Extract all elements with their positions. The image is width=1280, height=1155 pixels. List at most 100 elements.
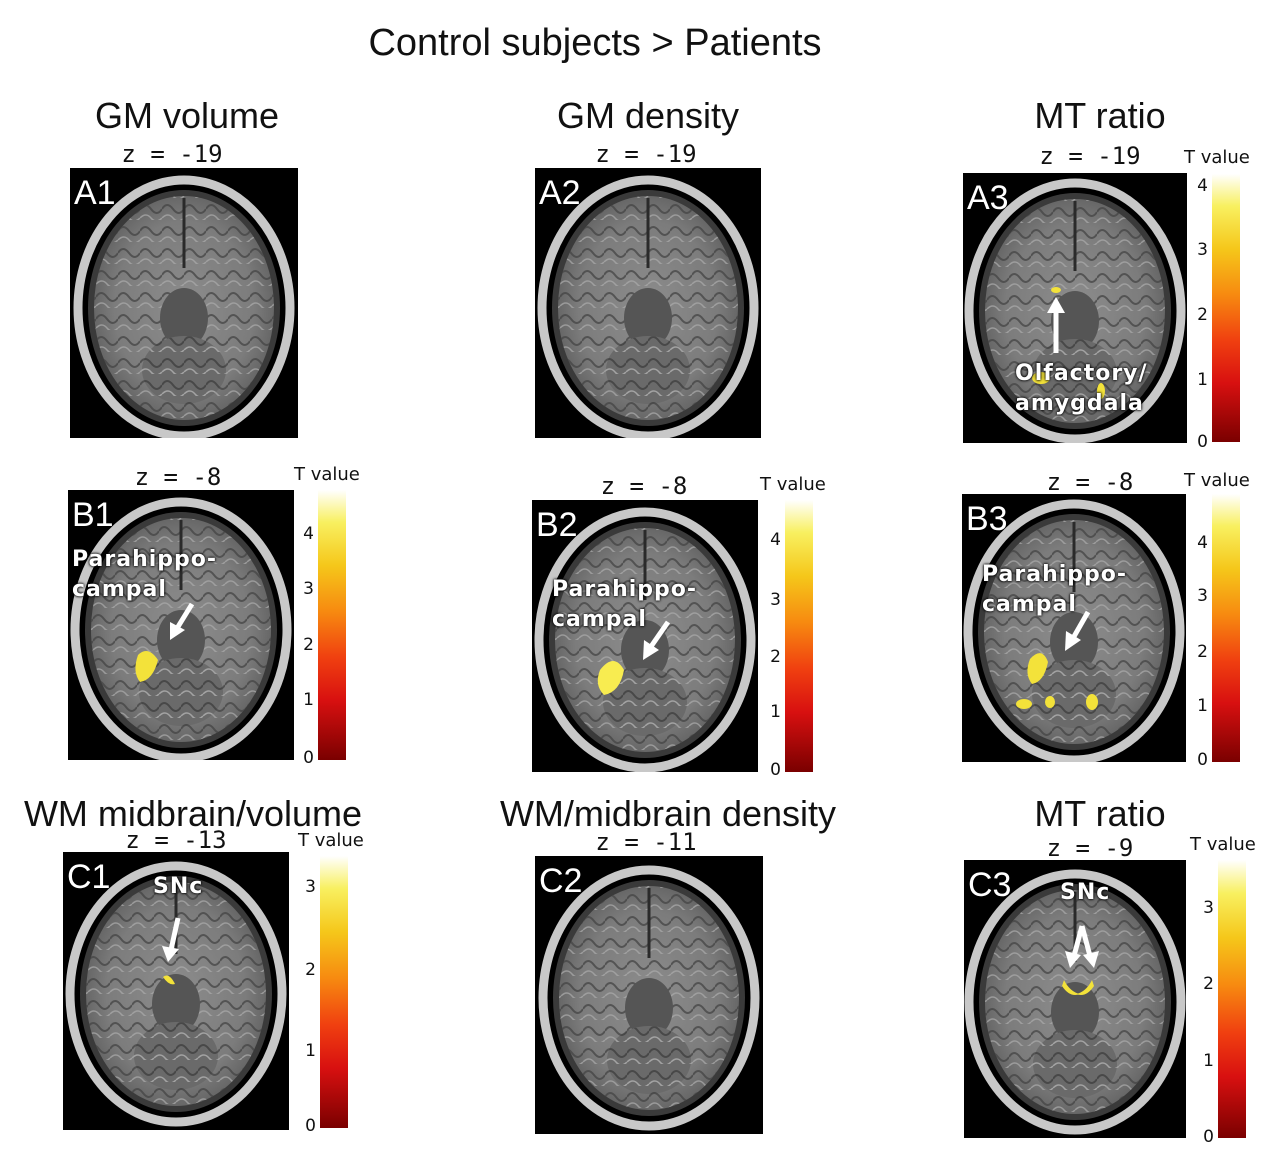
activation-blob (1097, 383, 1105, 399)
brain-slice-c1: C1 SNc (63, 852, 289, 1130)
brain-slice-b3: B3 Parahippo- campal (962, 494, 1186, 762)
colorbar-tick: 3 (303, 579, 314, 599)
z-label-a1: z = -19 (121, 140, 223, 168)
colorbar-tick: 3 (1203, 898, 1214, 918)
annotation-snc-c3: SNc (1060, 880, 1111, 905)
colorbar-tick: 2 (303, 635, 314, 655)
activation-blob (1016, 699, 1032, 709)
colorbar-tick: 2 (1203, 974, 1214, 994)
annotation-parahippo-b3: Parahippo- (982, 562, 1128, 587)
activation-blob (1076, 980, 1094, 995)
annotation-parahippo-b1: Parahippo- (72, 547, 218, 572)
colorbar-tick: 1 (770, 702, 781, 722)
colorbar-title-c3: T value (1190, 834, 1256, 855)
colorbar-tick: 0 (303, 748, 314, 768)
brain-slice-b1: B1 Parahippo- campal (68, 490, 294, 760)
arrow (1071, 925, 1085, 957)
z-label-b3: z = -8 (1046, 468, 1134, 496)
colorbar-b1 (318, 490, 346, 760)
panel-label-a1: A1 (74, 174, 116, 212)
arrow-head (1047, 297, 1065, 313)
colorbar-tick: 0 (305, 1116, 316, 1136)
activation-blob (1062, 980, 1080, 995)
panel-label-a2: A2 (539, 174, 581, 212)
colorbar-tick: 4 (1197, 533, 1208, 553)
z-label-c1: z = -13 (125, 826, 227, 854)
annotation-campal-b2: campal (552, 607, 647, 632)
activation-blob (1032, 372, 1050, 384)
panel-label-b3: B3 (966, 500, 1008, 538)
annotation-parahippo-b2: Parahippo- (552, 577, 698, 602)
arrow (1069, 610, 1091, 642)
arrow-head (162, 946, 179, 962)
activation-blob (135, 651, 158, 682)
activation-blob (163, 975, 175, 985)
colorbar-tick: 0 (1197, 432, 1208, 452)
colorbar-tick: 3 (1197, 240, 1208, 260)
column-title-wm-density: WM/midbrain density (499, 793, 837, 834)
panel-label-b2: B2 (536, 506, 578, 544)
brain-image-c1 (63, 852, 289, 1130)
activation-blob (1045, 696, 1055, 708)
colorbar-tick: 1 (303, 690, 314, 710)
arrow (173, 602, 195, 632)
z-label-a2: z = -19 (595, 140, 697, 168)
activation-blob (1027, 653, 1048, 684)
colorbar-tick: 2 (1197, 642, 1208, 662)
arrow-head (1065, 951, 1081, 968)
colorbar-tick: 0 (1203, 1127, 1214, 1147)
column-title-mt-ratio-bottom: MT ratio (1034, 793, 1166, 834)
panel-label-b1: B1 (72, 496, 114, 534)
colorbar-tick: 3 (770, 590, 781, 610)
colorbar-tick: 1 (305, 1041, 316, 1061)
panel-label-a3: A3 (967, 179, 1009, 217)
colorbar-tick: 0 (770, 760, 781, 780)
activation-blob (1086, 694, 1098, 710)
brain-image-a3 (963, 173, 1187, 443)
brain-image-c3 (964, 860, 1186, 1138)
annotation-olfactory-a3: Olfactory/ (1015, 361, 1148, 386)
colorbar-tick: 4 (1197, 176, 1208, 196)
z-label-c2: z = -11 (595, 828, 697, 856)
z-label-b2: z = -8 (600, 472, 688, 500)
brain-slice-c2: C2 (535, 856, 763, 1134)
colorbar-tick: 0 (1197, 750, 1208, 770)
colorbar-b2 (785, 500, 813, 772)
activation-blob (597, 661, 624, 695)
brain-image-b2 (532, 500, 758, 772)
colorbar-c3 (1218, 860, 1246, 1138)
colorbar-tick: 3 (1197, 586, 1208, 606)
colorbar-tick: 2 (1197, 305, 1208, 325)
brain-slice-a1: A1 (70, 168, 298, 438)
colorbar-tick: 1 (1197, 696, 1208, 716)
colorbar-title-b1: T value (294, 464, 360, 485)
brain-slice-a2: A2 (535, 168, 761, 438)
arrow-head (1083, 951, 1099, 968)
colorbar-tick: 1 (1197, 370, 1208, 390)
column-title-wm-volume: WM midbrain/volume (23, 793, 363, 834)
arrow (168, 917, 181, 951)
annotation-snc-c1: SNc (153, 874, 204, 899)
annotation-campal-b1: campal (72, 577, 167, 602)
z-label-b1: z = -8 (134, 463, 222, 491)
panel-label-c3: C3 (968, 866, 1012, 904)
colorbar-c1 (320, 856, 348, 1128)
panel-label-c2: C2 (539, 862, 583, 900)
column-title-gm-volume: GM volume (94, 95, 280, 136)
brain-slice-b2: B2 Parahippo- campal (532, 500, 758, 772)
figure-title: Control subjects > Patients (368, 22, 822, 64)
colorbar-a3 (1212, 174, 1240, 442)
brain-slice-a3: A3 Olfactory/ amygdala (963, 173, 1187, 443)
annotation-campal-b3: campal (982, 592, 1077, 617)
brain-image-b3 (962, 494, 1186, 762)
arrow-head (170, 622, 185, 640)
colorbar-tick: 4 (770, 530, 781, 550)
annotation-amygdala-a3: amygdala (1015, 391, 1144, 416)
brain-slice-c3: C3 SNc (964, 860, 1186, 1138)
colorbar-tick: 4 (303, 524, 314, 544)
colorbar-tick: 2 (305, 960, 316, 980)
colorbar-b3 (1212, 494, 1240, 762)
arrow (1079, 925, 1093, 957)
colorbar-title-a3: T value (1184, 147, 1250, 168)
z-label-c3: z = -9 (1046, 834, 1134, 862)
